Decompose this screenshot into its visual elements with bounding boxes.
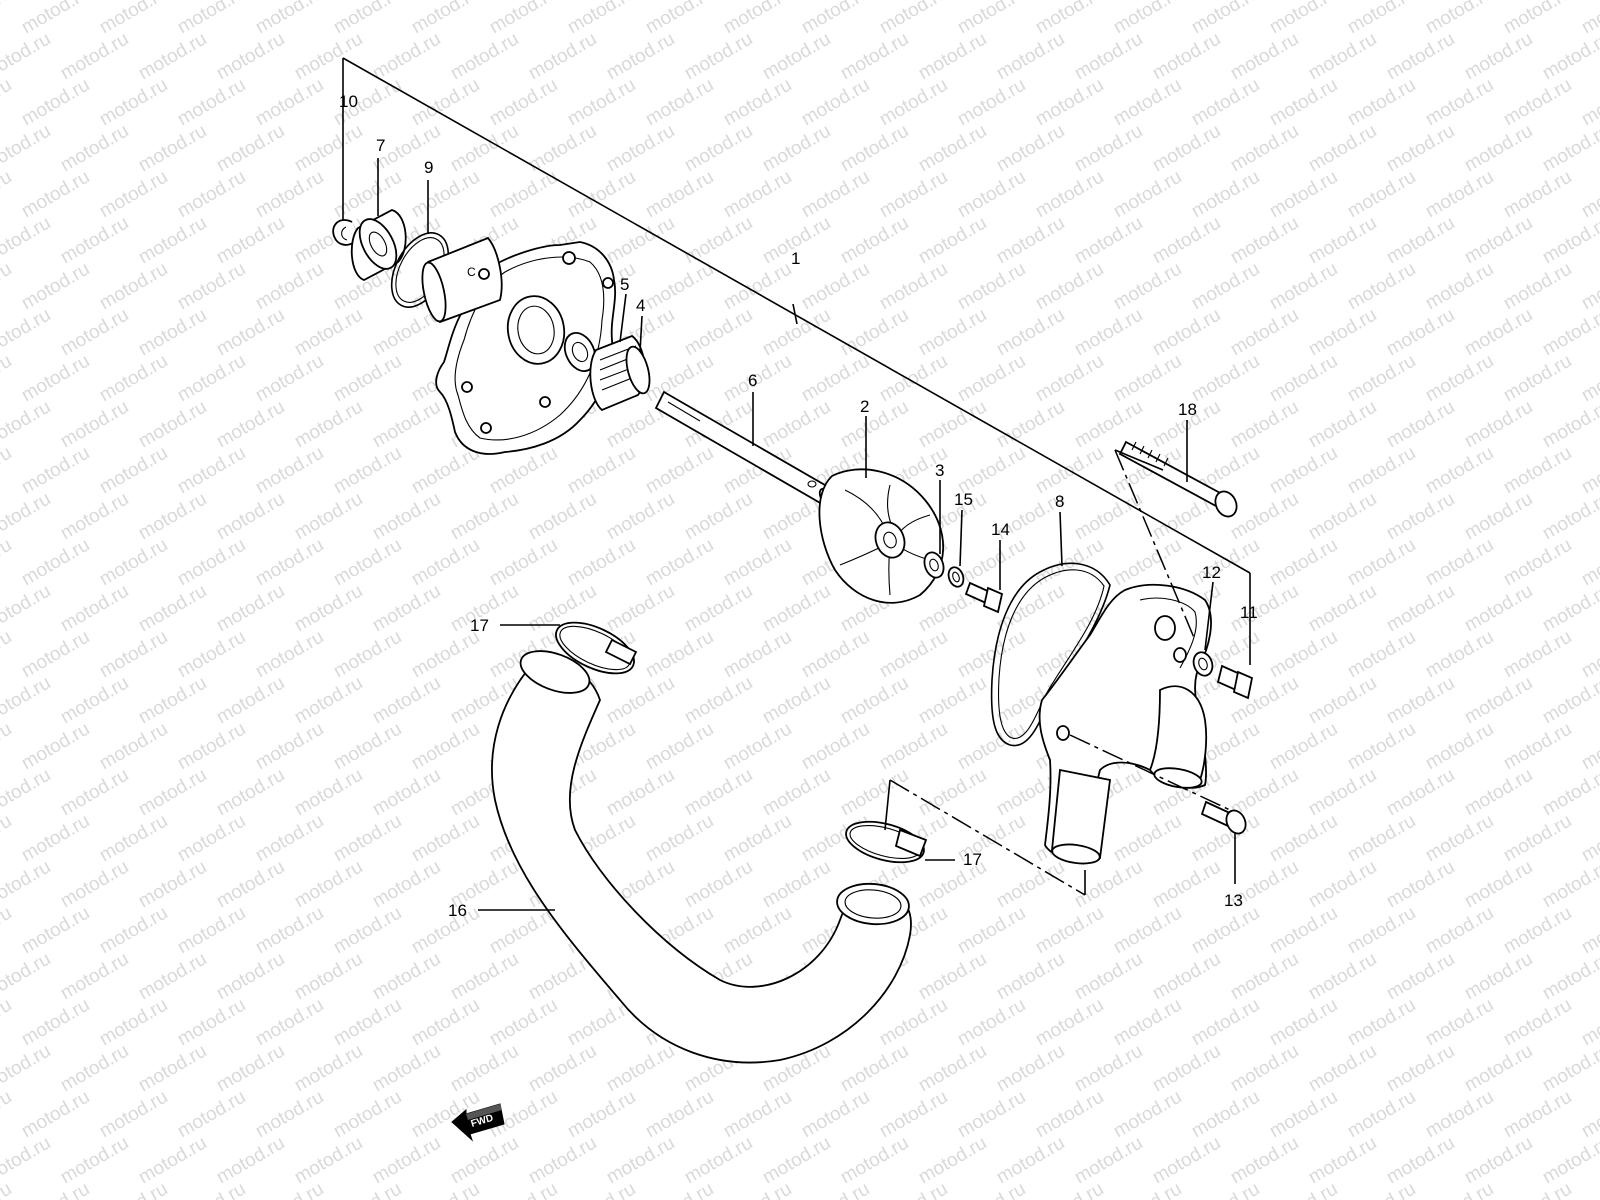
hose-clamp-lower-part [845,820,928,864]
washer-12-part [1192,651,1214,677]
water-hose-part [491,650,912,1064]
cover-bolt-part [1200,800,1247,835]
callout-13: 13 [1224,891,1243,910]
hose-clamp-upper-part [555,621,638,675]
callout-9: 9 [424,158,433,177]
callout-16: 16 [448,901,467,920]
mechanical-seal-part [589,334,651,412]
callout-15: 15 [954,490,973,509]
callout-2: 2 [860,397,869,416]
callout-18: 18 [1178,400,1197,419]
housing-marking: C [467,265,476,279]
callout-14: 14 [991,520,1010,539]
callout-labels: 10 7 9 5 4 1 6 2 3 15 14 8 18 12 11 13 1… [339,92,1258,920]
callout-1: 1 [791,249,800,268]
assembly-guide-lines [884,449,1231,896]
callout-11: 11 [1240,603,1258,622]
impeller-part [818,468,945,604]
callout-5: 5 [620,275,629,294]
callout-3: 3 [935,461,944,480]
callout-17-lower: 17 [963,850,982,869]
callout-10: 10 [339,92,358,111]
callout-6: 6 [748,371,757,390]
washer-15-part [947,566,965,588]
forward-direction-arrow: FWD [451,1103,505,1142]
impeller-bolt-part [964,581,1004,614]
oil-seal-part [563,332,597,372]
callout-8: 8 [1055,492,1064,511]
washer-3-part [923,551,945,579]
callout-17-upper: 17 [470,616,489,635]
callout-4: 4 [636,296,645,315]
bearing-part [350,209,407,281]
drain-bolt-part [1216,664,1254,700]
assembly-bracket-1 [342,57,1251,665]
long-bolt-part [1118,440,1238,518]
callout-leaders [377,158,1236,911]
pump-shaft-part [654,390,834,507]
callout-12: 12 [1202,563,1221,582]
pump-cover-part [1038,583,1212,865]
pump-body-part: C [421,236,616,455]
callout-7: 7 [376,136,385,155]
